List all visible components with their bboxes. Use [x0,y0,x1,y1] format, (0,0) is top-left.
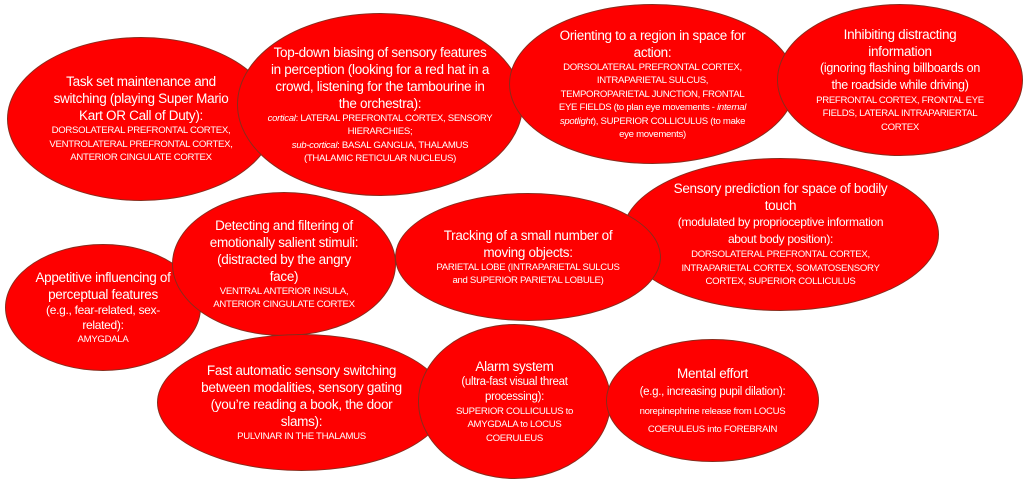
node-title: Tracking of a small number of moving obj… [443,227,613,260]
node-alarm: Alarm system (ultra-fast visual threat p… [418,324,611,479]
node-example: (modulated by proprioceptive information… [677,215,884,247]
node-top-down-biasing: Top-down biasing of sensory features in … [237,13,523,196]
node-regions: DORSOLATERAL PREFRONTAL CORTEX, INTRAPAR… [558,61,747,141]
node-regions: DORSOLATERAL PREFRONTAL CORTEX, VENTROLA… [49,125,233,164]
node-appetitive: Appetitive influencing of perceptual fea… [5,244,201,371]
node-regions: PREFRONTAL CORTEX, FRONTAL EYE FIELDS, L… [816,94,984,133]
node-title: Task set maintenance and switching (play… [53,74,229,124]
node-title: Mental effort [677,365,748,381]
node-regions: VENTRAL ANTERIOR INSULA, ANTERIOR CINGUL… [213,285,355,311]
node-example: (e.g., fear-related, sex-related): [46,302,160,332]
node-regions-subcortical: sub-cortical: BASAL GANGLIA, THALAMUS (T… [291,139,469,165]
node-sensory-prediction: Sensory prediction for space of bodily t… [622,158,939,311]
node-orienting: Orienting to a region in space for actio… [509,4,796,164]
node-title: Fast automatic sensory switching between… [201,362,402,429]
node-regions: PARIETAL LOBE (INTRAPARIETAL SULCUS and … [436,261,620,287]
node-title: Inhibiting distracting information [843,26,957,59]
node-detecting: Detecting and filtering of emotionally s… [172,192,396,336]
node-title: Top-down biasing of sensory features in … [270,44,490,111]
node-example: (ultra-fast visual threat processing): [461,375,568,403]
node-inhibiting: Inhibiting distracting information (igno… [777,4,1023,156]
node-example: (distracted by the angry face) [217,251,351,284]
node-tracking: Tracking of a small number of moving obj… [395,193,661,321]
node-example: (ignoring flashing billboards on the roa… [820,60,980,92]
node-title: Orienting to a region in space for actio… [559,27,746,60]
node-fast-switching: Fast automatic sensory switching between… [157,334,446,471]
node-regions: DORSOLATERAL PREFRONTAL CORTEX, INTRAPAR… [681,249,880,288]
node-regions: PULVINAR IN THE THALAMUS [237,430,366,442]
node-title: Detecting and filtering of emotionally s… [209,217,359,250]
node-example: (e.g., increasing pupil dilation): norep… [639,385,786,435]
node-title: Sensory prediction for space of bodily t… [673,181,888,214]
node-task-set: Task set maintenance and switching (play… [7,37,275,201]
node-regions: SUPERIOR COLLICULUS to AMYGDALA to LOCUS… [455,405,574,444]
node-mental-effort: Mental effort (e.g., increasing pupil di… [606,339,819,462]
node-title: Appetitive influencing of perceptual fea… [35,269,171,302]
node-title: Alarm system [475,358,554,374]
node-regions: AMYGDALA [77,333,129,345]
node-regions-cortical: cortical: LATERAL PREFRONTAL CORTEX, SEN… [267,112,493,138]
